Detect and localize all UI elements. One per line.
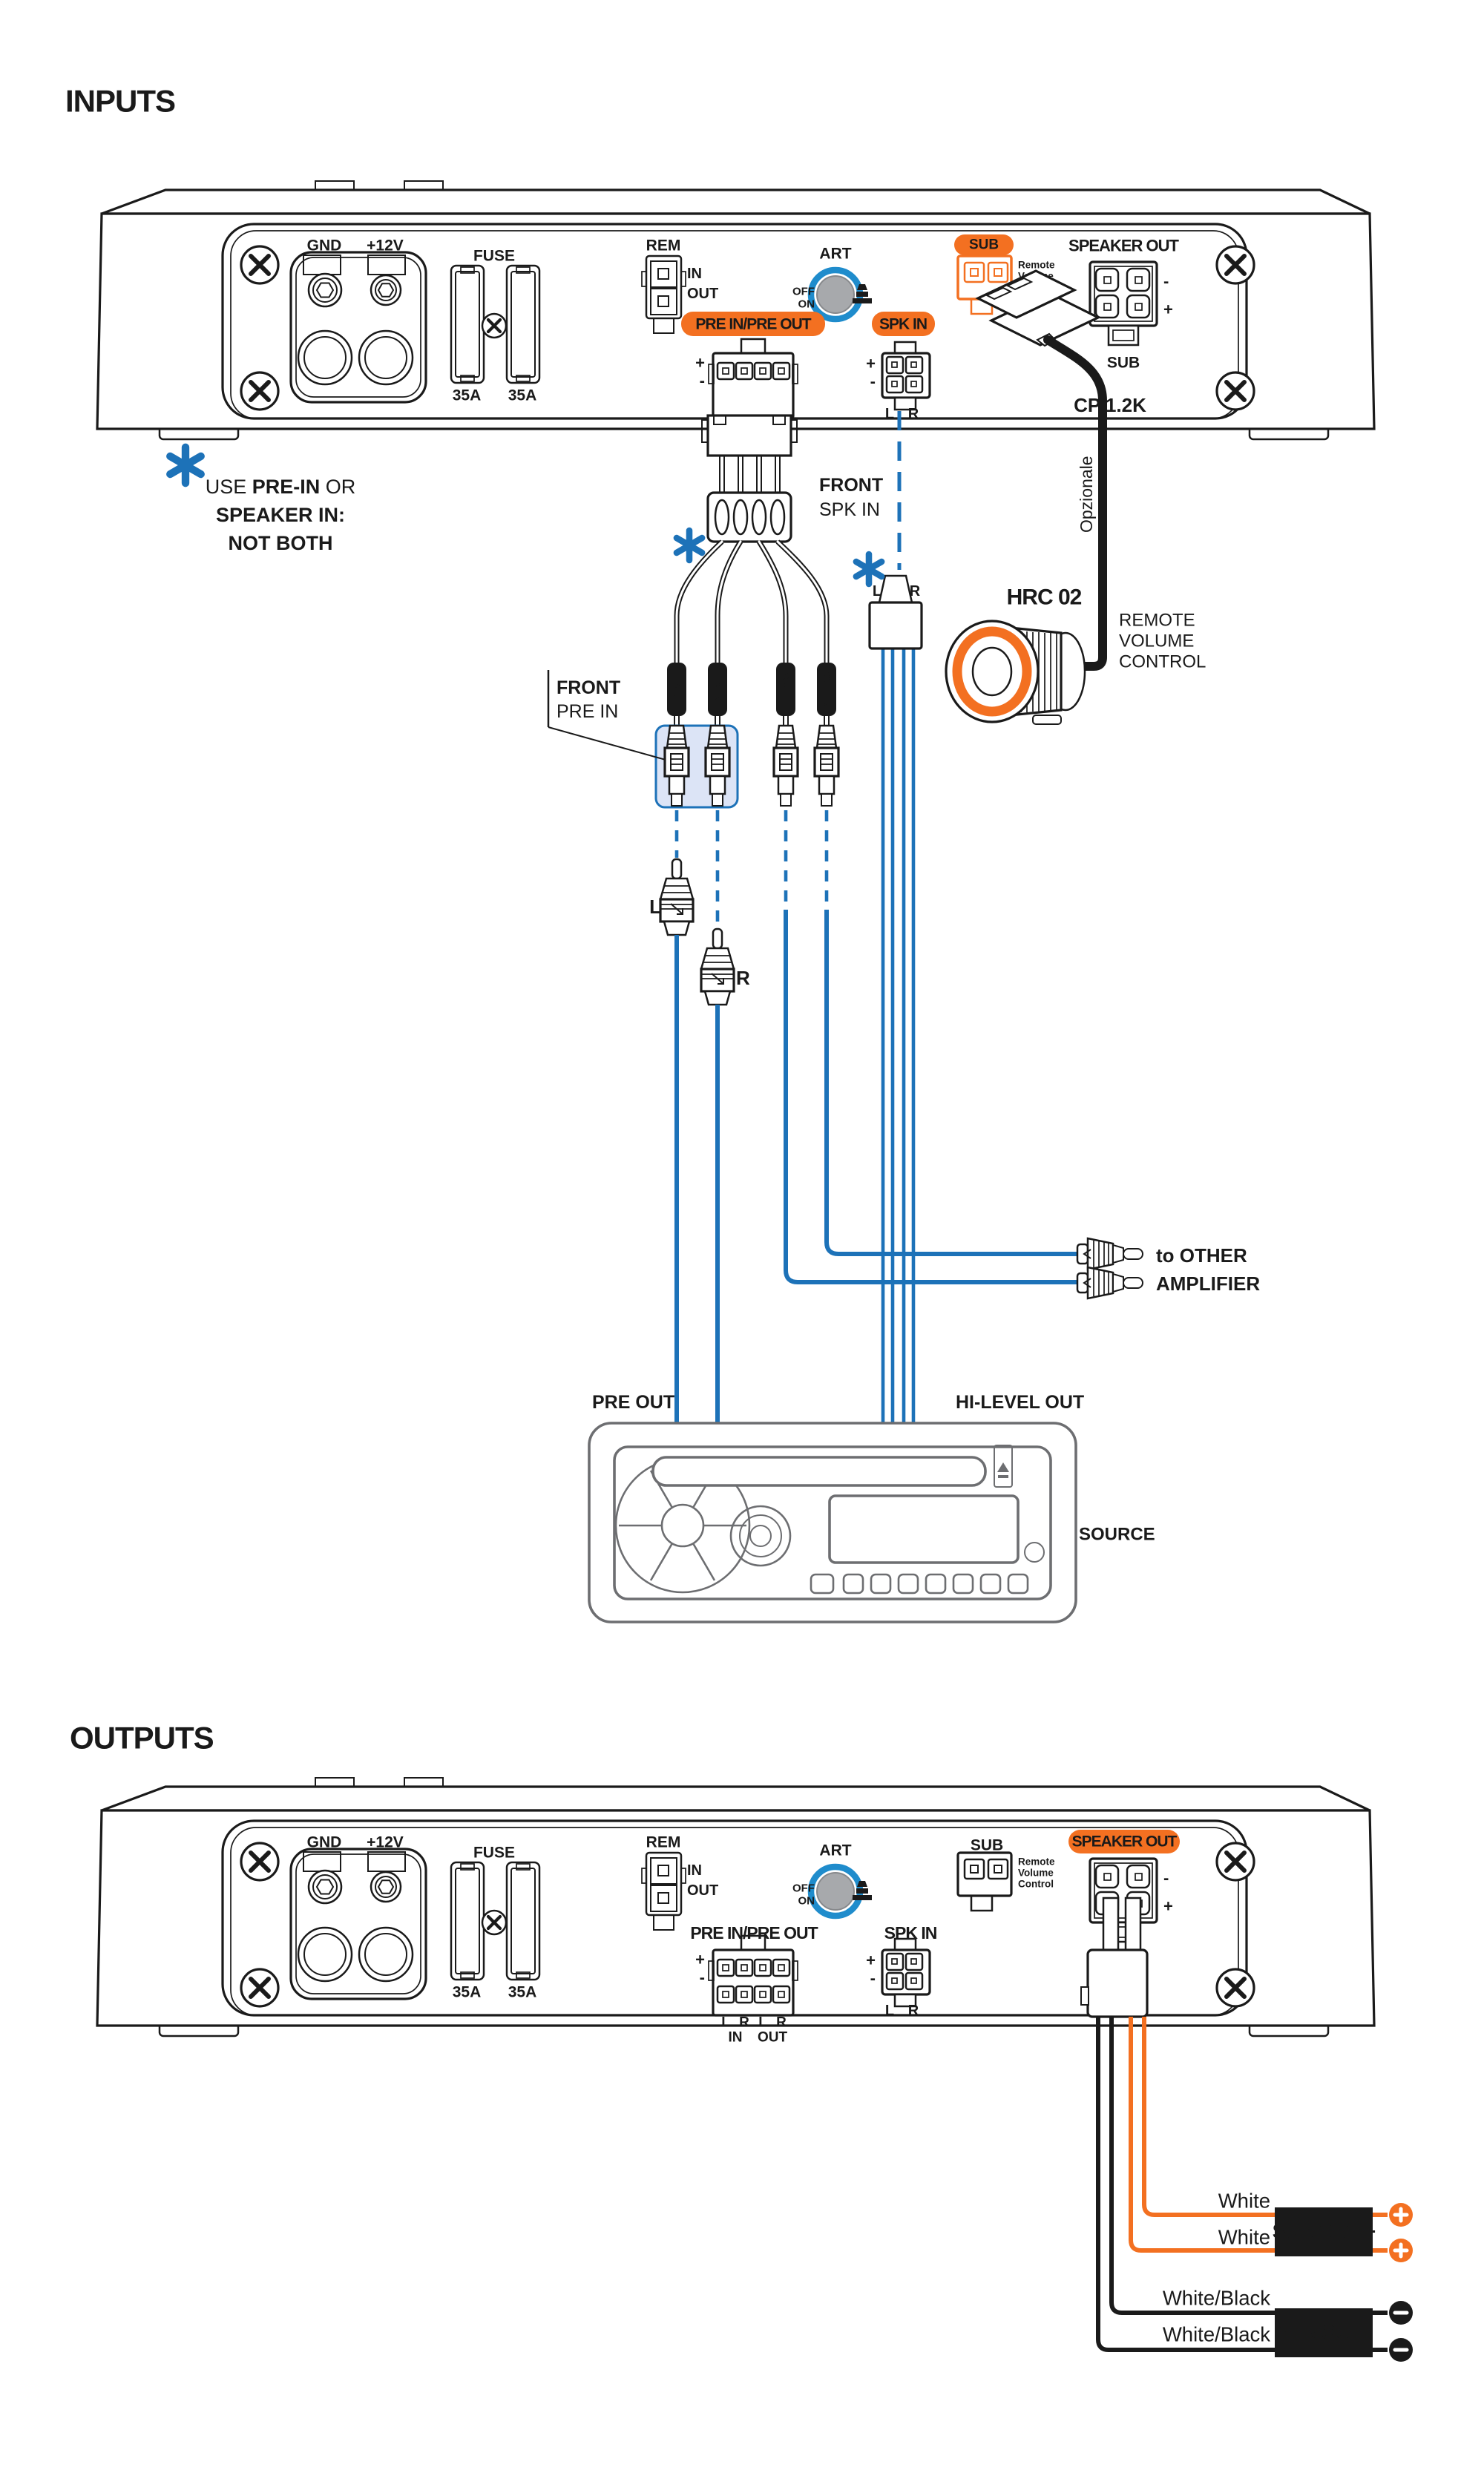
tag-in-r: IN R (712, 678, 724, 700)
note-line3: NOT BOTH (228, 532, 333, 554)
pre-in-out-badge-label: PRE IN/PRE OUT (695, 316, 811, 333)
speaker-plug (1080, 1897, 1149, 2018)
spk-in-badge (872, 312, 935, 336)
source-label: SOURCE (1079, 1525, 1155, 1545)
pin-l1-label: L (721, 2015, 730, 2031)
rvc2-line2: Volume (1018, 1868, 1054, 1879)
speaker-out-badge (1068, 1830, 1180, 1853)
rvc2-line3: Control (1018, 1879, 1054, 1890)
rvc-small-line1: Remote (1018, 260, 1055, 271)
front-pre-in-line2: PRE IN (556, 701, 618, 722)
rvc2-line1: Remote (1018, 1856, 1055, 1868)
display (828, 1494, 1020, 1564)
remote-vc-line1: REMOTE (1119, 611, 1195, 631)
pin-l2-label: L (758, 2015, 767, 2031)
pin-r1-label: R (739, 2015, 749, 2031)
inputs-section: INPUTS PRE IN/PRE OUT SPK IN SUB Remote … (65, 84, 1374, 1623)
button-row (810, 1573, 1029, 1595)
note-or: OR (320, 476, 356, 498)
spk-asterisk-icon (856, 554, 881, 584)
sub-out-plus-label: SUB OUT + (1273, 2220, 1375, 2243)
r-plug-label: R (736, 967, 750, 989)
l-plug-label: L (649, 896, 661, 918)
opzionale-label: Opzionale (1077, 456, 1096, 533)
cd-slot (651, 1456, 987, 1487)
white-black-label-1: White/Black (1163, 2287, 1270, 2310)
white-label-2: White (1218, 2226, 1270, 2249)
spk-in-plain-label: SPK IN (884, 1923, 937, 1943)
white-black-label-2: White/Black (1163, 2323, 1270, 2346)
harness-l-label: L (873, 583, 881, 600)
sub-badge-label: SUB (969, 237, 999, 253)
remote-vc-line3: CONTROL (1119, 652, 1206, 672)
eject-button (994, 1445, 1013, 1488)
head-unit (588, 1422, 1077, 1623)
note-line2: SPEAKER IN: (215, 504, 346, 526)
front-pre-in-leader (548, 726, 666, 761)
outputs-section: OUTPUTS PRE IN/PRE OUT SPK IN SUB L R L … (70, 1721, 1413, 2362)
front-spk-in-line1: FRONT (819, 475, 883, 496)
to-other-line2: AMPLIFIER (1156, 1273, 1260, 1295)
hrc02-label: HRC 02 (1007, 585, 1082, 610)
note-use: USE (205, 476, 252, 498)
sub-plain-label: SUB (971, 1837, 1003, 1854)
pre-in-note: USE PRE-IN OR SPEAKER IN: NOT BOTH (165, 473, 396, 557)
pre-in-out-badge (681, 312, 825, 336)
pin-in-label: IN (729, 2030, 743, 2046)
pin-out-label: OUT (758, 2030, 788, 2046)
tag-out-r: OUT R (821, 672, 833, 707)
speaker-out-sub-label: SUB (1107, 355, 1140, 372)
pre-out-wire-to-amp-l (784, 910, 1079, 1284)
pre-in-out-lower-pins (716, 1985, 791, 2004)
volume-knob (729, 1505, 792, 1567)
spk-in-badge-label: SPK IN (879, 316, 927, 333)
front-pre-in-line1: FRONT (556, 677, 620, 698)
spk-in-harness-connector (868, 574, 923, 650)
inputs-title: INPUTS (65, 84, 175, 119)
rca-cable-tags: IN L IN R OUT L OUT R (667, 663, 836, 726)
hrc02-knob (945, 620, 1086, 725)
hi-level-wires (881, 647, 916, 1424)
sub-wire-white-black-2 (1096, 2017, 1276, 2352)
white-label-1: White (1218, 2190, 1270, 2213)
harness-asterisk-icon (677, 531, 702, 560)
sub-wire-white-black-1 (1109, 2017, 1276, 2315)
sub-out-plus-badge (1275, 2203, 1413, 2262)
hi-level-out-label: HI-LEVEL OUT (956, 1392, 1084, 1413)
remote-cable (1043, 335, 1107, 671)
remote-vc-line2: VOLUME (1119, 631, 1194, 651)
tag-out-l: OUT L (780, 673, 792, 706)
speaker-out-label: SPEAKER OUT (1068, 237, 1179, 255)
sub-wire-white-1 (1142, 2017, 1276, 2217)
model-label: CP 1.2K (1074, 394, 1146, 416)
sub-badge (954, 234, 1014, 255)
note-pre-in: PRE-IN (252, 476, 321, 498)
to-other-line1: to OTHER (1156, 1244, 1247, 1267)
front-spk-in-line2: SPK IN (819, 499, 880, 520)
outputs-title: OUTPUTS (70, 1721, 214, 1756)
sub-wire-white-2 (1129, 2017, 1276, 2253)
sub-connector-plain (956, 1851, 1013, 1912)
pin-r2-label: R (776, 2015, 787, 2031)
speaker-out-badge-label: SPEAKER OUT (1072, 1833, 1178, 1851)
harness-r-label: R (910, 583, 921, 600)
sub-out-minus-badge (1275, 2301, 1413, 2362)
pre-out-wire-to-amp-r (824, 910, 1079, 1256)
pre-harness-plug (701, 414, 798, 543)
sub-out-minus-label: SUB OUT - (1275, 2321, 1373, 2344)
twisted-pair-wires (674, 539, 830, 664)
tag-in-l: IN L (671, 679, 683, 700)
pre-out-label: PRE OUT (592, 1392, 674, 1413)
pre-in-out-plain-label: PRE IN/PRE OUT (690, 1923, 818, 1943)
